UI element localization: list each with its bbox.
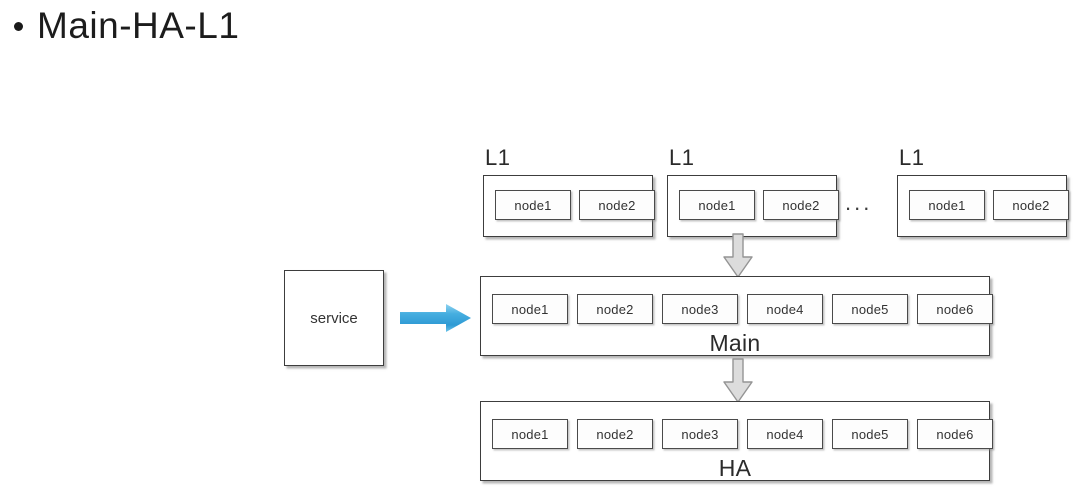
page-title: Main-HA-L1 [14, 5, 240, 47]
l1-group-1-label: L1 [485, 145, 511, 170]
l1-group-2-label: L1 [669, 145, 695, 170]
l1-group-1-box[interactable]: node1 node2 [483, 175, 655, 237]
ha-node-2[interactable]: node2 [577, 419, 653, 449]
main-node-1[interactable]: node1 [492, 294, 568, 324]
main-tier-box[interactable]: node1 node2 node3 node4 node5 node6 Main [480, 276, 993, 356]
main-node-6[interactable]: node6 [917, 294, 993, 324]
l1-group-1-node-2[interactable]: node2 [579, 190, 655, 220]
service-box[interactable]: service [284, 270, 384, 366]
l1-group-3-node-1[interactable]: node1 [909, 190, 985, 220]
main-node-4[interactable]: node4 [747, 294, 823, 324]
l1-group-3-node-2[interactable]: node2 [993, 190, 1069, 220]
main-node-5[interactable]: node5 [832, 294, 908, 324]
page-title-text: Main-HA-L1 [37, 5, 240, 46]
ha-tier-label: HA [718, 455, 752, 481]
l1-group-2-box[interactable]: node1 node2 [667, 175, 839, 237]
ha-node-4[interactable]: node4 [747, 419, 823, 449]
service-to-main-arrow-icon [400, 304, 471, 332]
main-node-3[interactable]: node3 [662, 294, 738, 324]
l1-to-main-arrow-icon [723, 233, 753, 278]
main-node-2[interactable]: node2 [577, 294, 653, 324]
l1-group-2-node-1[interactable]: node1 [679, 190, 755, 220]
ha-node-5[interactable]: node5 [832, 419, 908, 449]
main-to-ha-arrow-icon [723, 358, 753, 403]
l1-group-3-label: L1 [899, 145, 925, 170]
l1-group-2-node-2[interactable]: node2 [763, 190, 839, 220]
bullet-dot-icon [14, 21, 23, 31]
ha-tier-box[interactable]: node1 node2 node3 node4 node5 node6 HA [480, 401, 993, 481]
l1-ellipsis: ... [845, 190, 873, 215]
ha-node-3[interactable]: node3 [662, 419, 738, 449]
ha-node-1[interactable]: node1 [492, 419, 568, 449]
main-tier-label: Main [709, 330, 761, 356]
ha-node-6[interactable]: node6 [917, 419, 993, 449]
l1-group-1-node-1[interactable]: node1 [495, 190, 571, 220]
l1-group-3-box[interactable]: node1 node2 [897, 175, 1069, 237]
service-label: service [310, 309, 358, 327]
